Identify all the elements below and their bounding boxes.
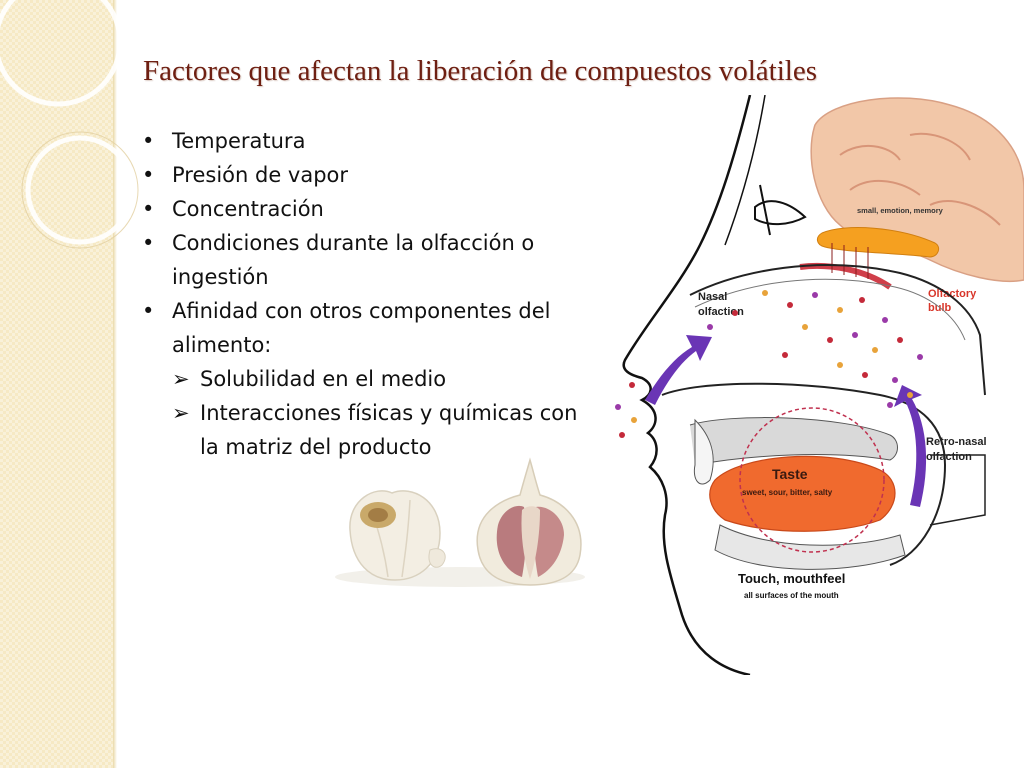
- garlic-image: [335, 457, 585, 587]
- sub-bullet-item: ➢ Interacciones físicas y químicas con la…: [142, 396, 602, 464]
- bullet-dot-icon: •: [142, 129, 155, 153]
- bullet-text: Afinidad con otros componentes del alime…: [172, 299, 551, 357]
- bullet-text: Concentración: [172, 197, 324, 221]
- arrow-bullet-icon: ➢: [172, 401, 190, 425]
- volatile-dots: [615, 290, 923, 438]
- bullet-dot-icon: •: [142, 163, 155, 187]
- bullet-item: • Presión de vapor: [142, 158, 602, 192]
- bullet-item: • Temperatura: [142, 124, 602, 158]
- bullet-text: Interacciones físicas y químicas con la …: [200, 401, 578, 459]
- olfactory-bulb-label-line1: Olfactory: [928, 288, 977, 300]
- nasal-label-line1: Nasal: [698, 291, 727, 303]
- olfaction-diagram: small, emotion, memory Olfactory bulb Ta…: [615, 95, 1024, 675]
- face-outline: [622, 95, 752, 675]
- nasal-label-line2: olfaction: [698, 306, 744, 318]
- brain-label: small, emotion, memory: [857, 206, 944, 215]
- retro-nasal-label-line1: Retro-nasal: [926, 436, 987, 448]
- arrow-bullet-icon: ➢: [172, 367, 190, 391]
- tongue-shape: [709, 455, 896, 532]
- eye-icon: [754, 200, 807, 225]
- taste-label: Taste: [772, 466, 808, 482]
- bullet-dot-icon: •: [142, 299, 155, 323]
- bullet-text: Temperatura: [172, 129, 306, 153]
- taste-sub-label: sweet, sour, bitter, salty: [742, 488, 833, 497]
- bullet-item: • Condiciones durante la olfacción o inge…: [142, 226, 602, 294]
- slide-title: Factores que afectan la liberación de co…: [143, 55, 817, 87]
- decorative-side-band: [0, 0, 113, 768]
- olfactory-bulb-shape: [817, 227, 940, 258]
- retro-nasal-label-line2: olfaction: [926, 451, 972, 463]
- bullet-text: Presión de vapor: [172, 163, 349, 187]
- bullet-text: Condiciones durante la olfacción o inges…: [172, 231, 535, 289]
- bullet-dot-icon: •: [142, 231, 155, 255]
- decorative-circles: [0, 0, 139, 249]
- bullet-list: • Temperatura • Presión de vapor • Concentrac…: [142, 124, 602, 464]
- side-band-edge: [113, 0, 117, 768]
- bullet-item: • Concentración: [142, 192, 602, 226]
- touch-sub-label: all surfaces of the mouth: [744, 591, 839, 600]
- bullet-dot-icon: •: [142, 197, 155, 221]
- bullet-item: • Afinidad con otros componentes del alim…: [142, 294, 602, 362]
- bullet-text: Solubilidad en el medio: [200, 367, 447, 391]
- nasal-arrow-icon: [645, 335, 712, 405]
- touch-label: Touch, mouthfeel: [738, 571, 845, 586]
- retro-nasal-arrow-icon: [894, 385, 927, 507]
- sub-bullet-item: ➢ Solubilidad en el medio: [142, 362, 602, 396]
